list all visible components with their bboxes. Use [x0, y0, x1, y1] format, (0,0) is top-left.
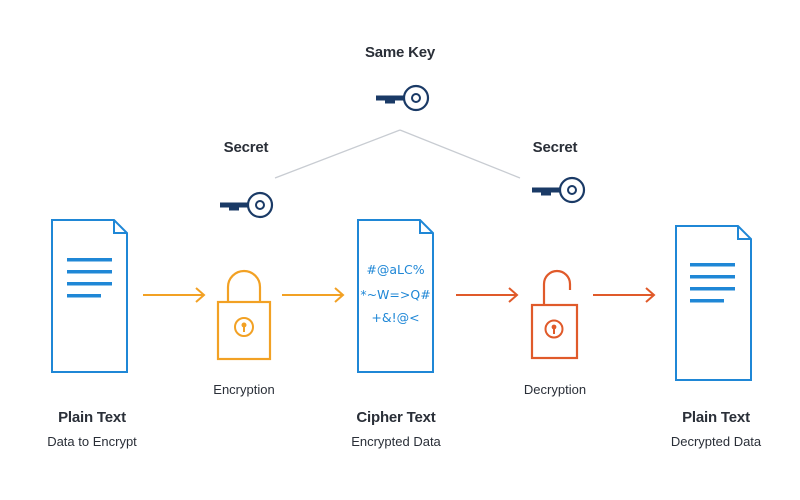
lock-closed-icon: [216, 269, 272, 361]
secret-key-left-icon: [220, 191, 274, 219]
arrow-right-icon: [456, 287, 519, 303]
connector-left: [274, 129, 401, 179]
secret-left-label: Secret: [223, 139, 269, 156]
plain-text-document-right-icon: [675, 225, 752, 381]
plain-text-document-left-icon: [51, 219, 128, 373]
plain-text-right-subtitle: Decrypted Data: [670, 434, 762, 449]
plain-text-right-title: Plain Text: [682, 409, 750, 426]
encryption-label: Encryption: [213, 382, 275, 397]
cipher-text-document-icon: [357, 219, 434, 373]
cipher-line-1: #@aLC%: [366, 262, 425, 277]
plain-text-left-subtitle: Data to Encrypt: [47, 434, 137, 449]
decryption-label: Decryption: [523, 382, 587, 397]
secret-key-right-icon: [532, 176, 586, 204]
cipher-text-subtitle: Encrypted Data: [351, 434, 441, 449]
connector-right: [399, 129, 521, 179]
cipher-text-title: Cipher Text: [356, 409, 436, 426]
plain-text-left-title: Plain Text: [58, 409, 126, 426]
lock-open-icon: [530, 269, 579, 360]
secret-right-label: Secret: [532, 139, 578, 156]
same-key-icon: [376, 84, 430, 112]
cipher-line-2: *~W=>Q#: [360, 287, 431, 302]
arrow-right-icon: [593, 287, 656, 303]
arrow-right-icon: [143, 287, 206, 303]
key-connector-lines: [274, 129, 521, 179]
cipher-line-3: +&!@<: [371, 310, 420, 325]
same-key-label: Same Key: [364, 44, 436, 61]
arrow-right-icon: [282, 287, 345, 303]
